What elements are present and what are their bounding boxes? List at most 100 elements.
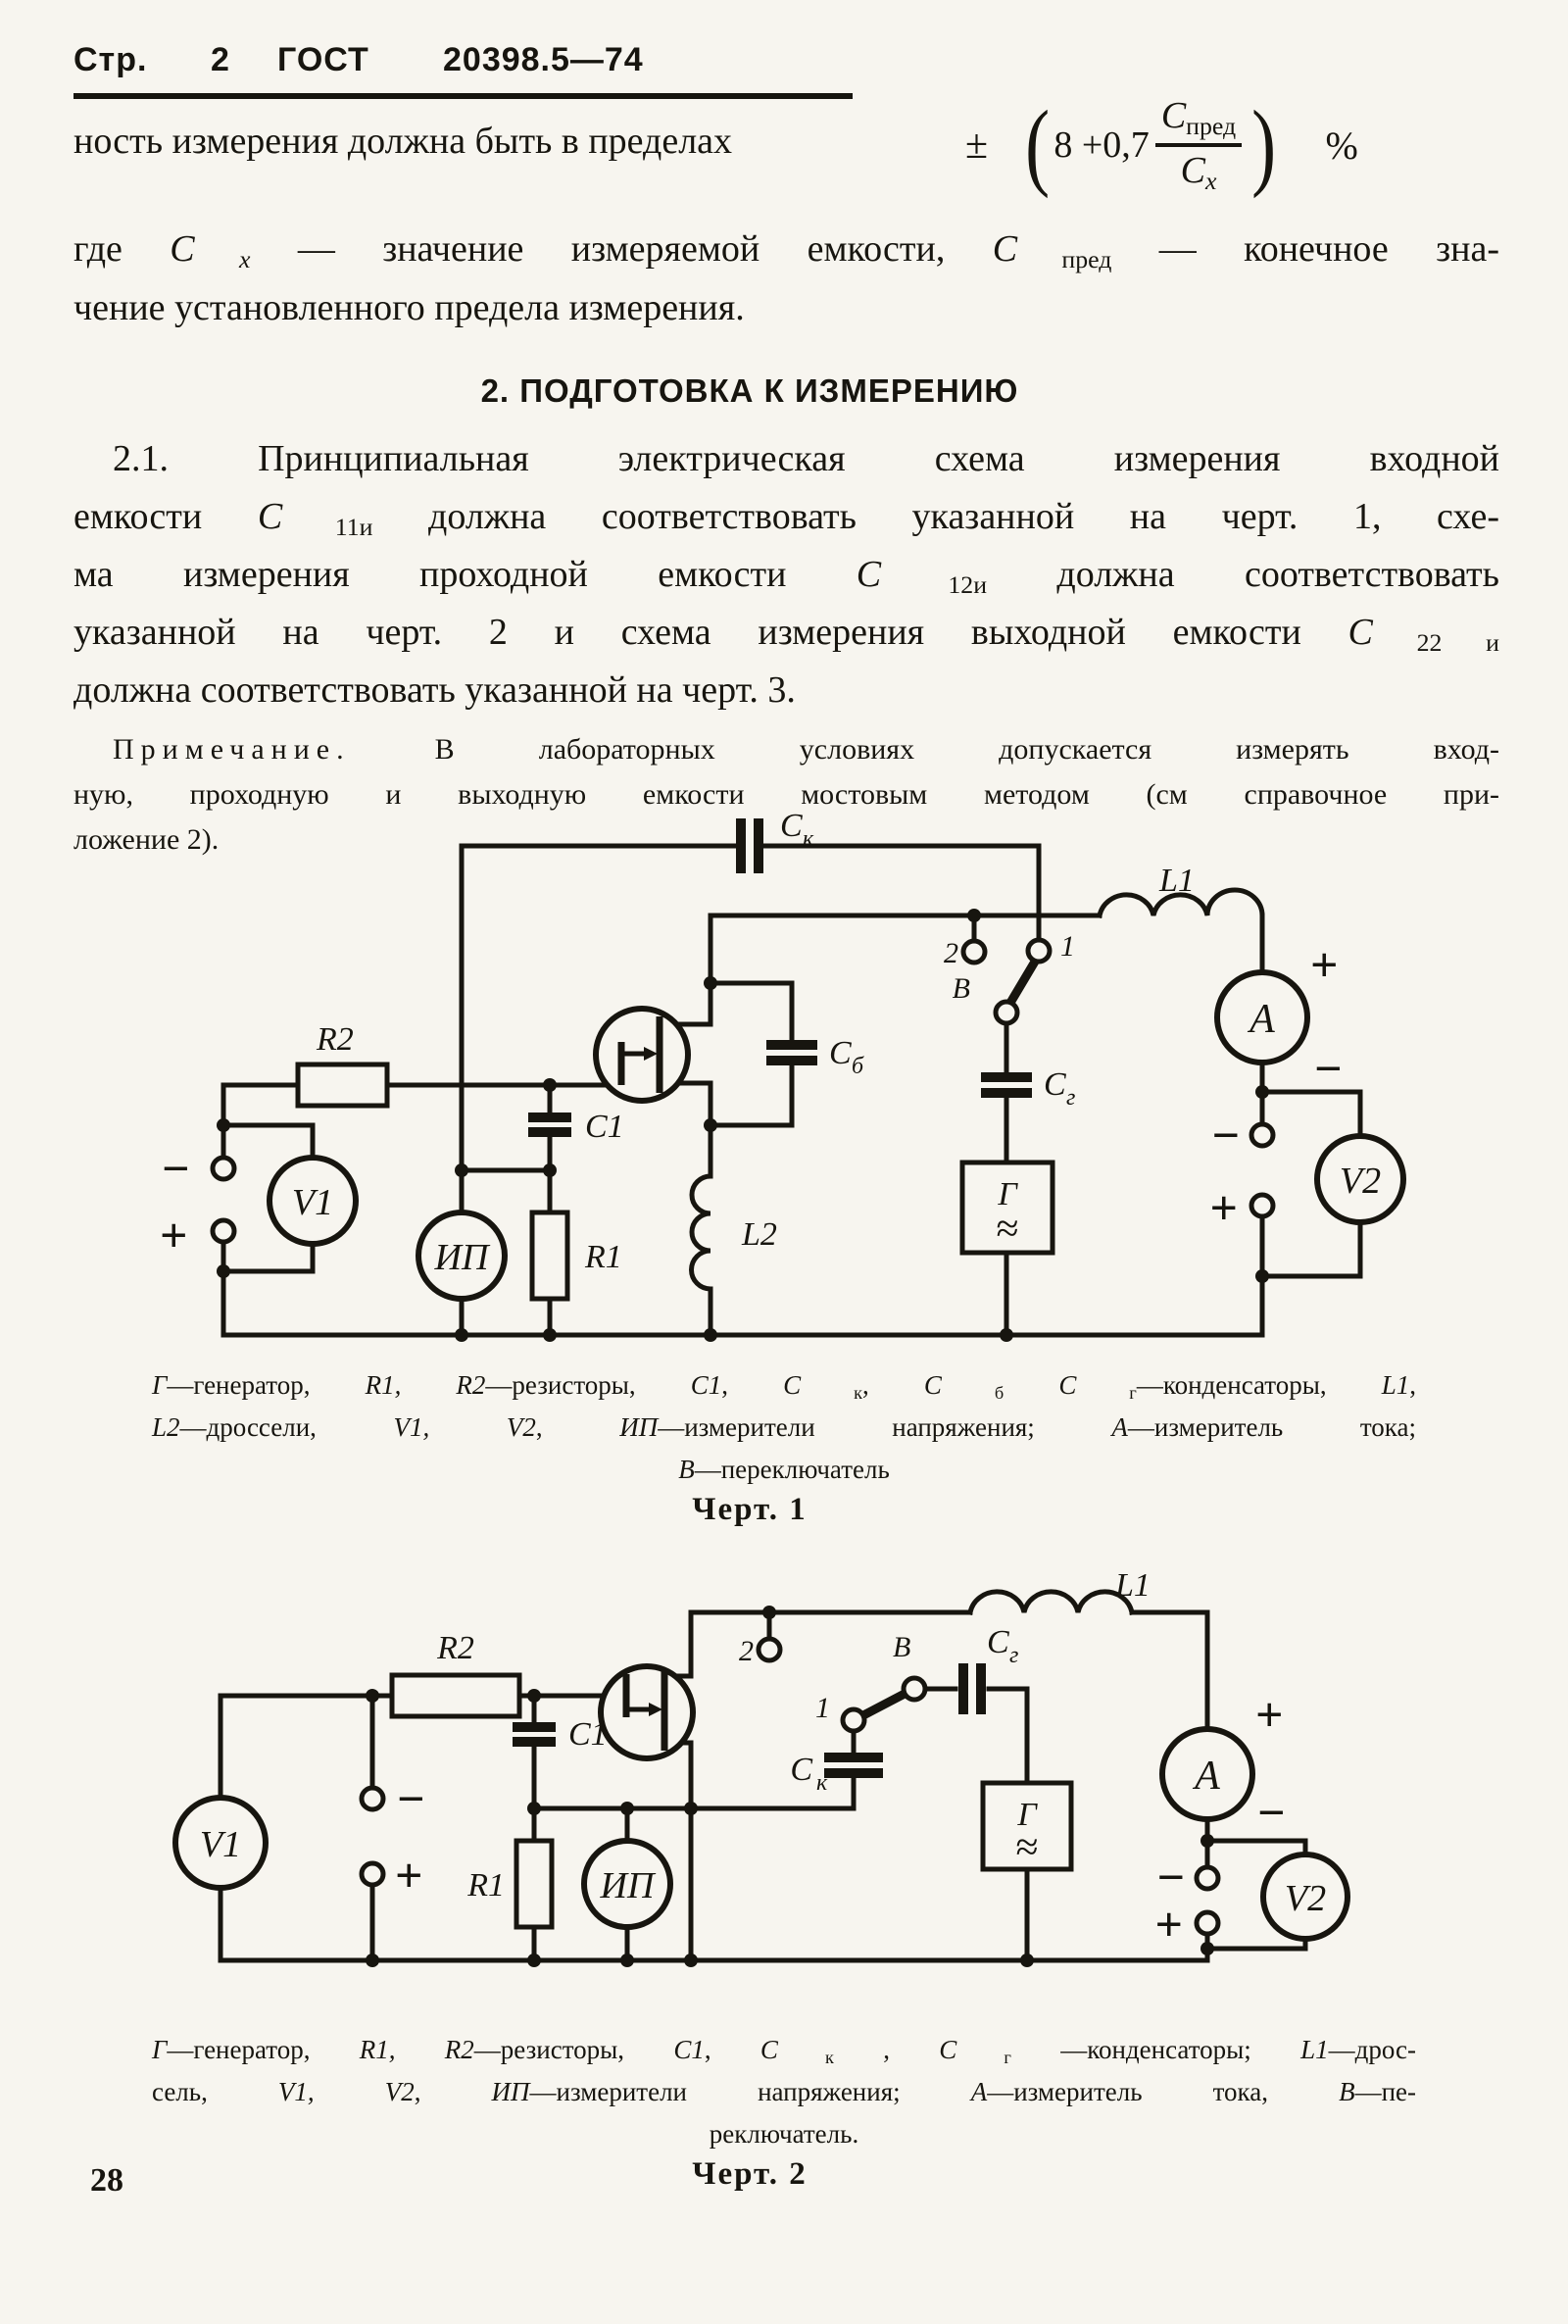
fig1-label-pos2: 2 bbox=[944, 937, 958, 969]
fig1-capacitor-ck bbox=[736, 818, 763, 873]
fig2-label-cg: C bbox=[987, 1624, 1009, 1660]
fig1-capacitor-c1 bbox=[528, 1113, 571, 1137]
note-line-2: ную, проходную и выходную емкости мостов… bbox=[74, 778, 1499, 811]
note-line-3: ложение 2). bbox=[74, 823, 220, 856]
fig2-label-l1: L1 bbox=[1114, 1567, 1151, 1604]
fig2-meter-v1 bbox=[172, 1795, 269, 1891]
fig2-label-pos2: 2 bbox=[739, 1635, 754, 1667]
fig1-meter-v2-label: V2 bbox=[1340, 1161, 1381, 1202]
para-2-1-line-1: 2.1. Принципиальная электрическая схема … bbox=[113, 438, 1499, 479]
fig2-label-ck: C bbox=[790, 1752, 812, 1788]
fig1-plus-post: + bbox=[1210, 1180, 1239, 1235]
fig1-meter-ip-label: ИП bbox=[434, 1237, 491, 1278]
fig2-meter-v2 bbox=[1260, 1852, 1350, 1942]
fig2-meter-ip-label: ИП bbox=[600, 1865, 657, 1906]
fig2-plus-ammeter: + bbox=[1255, 1687, 1284, 1742]
fig2-schematic: L1 R2 C1 R1 C к C г Г ≈ В 2 1 V1 ИП А V2… bbox=[172, 1567, 1350, 1967]
fig1-junction-dots bbox=[217, 909, 1269, 1342]
fig2-switch-lever bbox=[858, 1689, 909, 1720]
formula-den-sub: x bbox=[1204, 167, 1217, 196]
formula-right-paren: ) bbox=[1251, 90, 1277, 200]
para-2-1-line-5: должна соответствовать указанной на черт… bbox=[74, 669, 796, 711]
fig2-minus-left: − bbox=[397, 1771, 425, 1826]
intro-line-1: ность измерения должна быть в пределах bbox=[74, 121, 733, 162]
section-2-title: 2. ПОДГОТОВКА К ИЗМЕРЕНИЮ bbox=[480, 372, 1019, 409]
fig1-minus-post: − bbox=[1212, 1108, 1241, 1162]
fig1-label-l2: L2 bbox=[741, 1216, 777, 1253]
accuracy-formula: ± ( 8 +0,7 Cпред Cx ) % bbox=[965, 94, 1358, 196]
fig2-plus-left: + bbox=[395, 1848, 423, 1903]
fig2-label-r2: R2 bbox=[436, 1630, 474, 1666]
fig1-generator-wave-icon: ≈ bbox=[996, 1207, 1018, 1252]
fig1-capacitor-cb bbox=[766, 1040, 817, 1065]
fig1-meter-v2 bbox=[1314, 1133, 1406, 1225]
fig2-label-cg-sub: г bbox=[1009, 1643, 1018, 1668]
fig1-label-cb: C bbox=[829, 1035, 852, 1071]
fig1-resistor-r2 bbox=[295, 1062, 390, 1109]
fig2-label-ck-sub: к bbox=[816, 1770, 828, 1796]
fig2-capacitor-cg bbox=[958, 1663, 986, 1714]
header-page-number: 2 bbox=[211, 41, 230, 78]
fig1-plus-ammeter: + bbox=[1310, 937, 1339, 992]
fig1-label-r2: R2 bbox=[316, 1021, 354, 1058]
fig1-plus-left: + bbox=[160, 1208, 188, 1262]
page-number: 28 bbox=[90, 2162, 123, 2199]
fig1-schematic: C к L1 R2 C1 R1 L2 C б C г Г ≈ В 2 1 V1 … bbox=[160, 808, 1406, 1342]
fig2-label-switch: В bbox=[893, 1631, 910, 1663]
fig1-label-cg-sub: г bbox=[1066, 1085, 1075, 1111]
formula-fraction: Cпред Cx bbox=[1154, 94, 1243, 196]
fig1-caption-line-1: Г—генератор, R1, R2—резисторы, C1, C к, … bbox=[152, 1370, 1417, 1404]
formula-percent: % bbox=[1325, 123, 1358, 168]
formula-den-base: C bbox=[1180, 150, 1205, 192]
fig2-caption-line-1: Г—генератор, R1, R2—резисторы, C1, C к ,… bbox=[152, 2035, 1416, 2068]
fig1-title: Черт. 1 bbox=[692, 1492, 808, 1527]
fig2-label-r1: R1 bbox=[466, 1867, 505, 1904]
fig1-meter-v1 bbox=[267, 1155, 359, 1247]
header-doc-number: 20398.5—74 bbox=[443, 41, 644, 78]
fig2-label-pos1: 1 bbox=[815, 1692, 830, 1724]
fig1-switch-lever bbox=[1005, 957, 1040, 1008]
fig2-junction-dots bbox=[366, 1606, 1214, 1967]
fig1-label-cb-sub: б bbox=[852, 1054, 864, 1079]
fig2-transistor bbox=[598, 1663, 696, 1761]
header-rule bbox=[74, 93, 853, 99]
fig2-meter-ip bbox=[581, 1838, 673, 1930]
formula-coefficient: 8 +0,7 bbox=[1054, 124, 1150, 167]
fig2-resistor-r2 bbox=[389, 1672, 522, 1719]
fig1-transistor bbox=[593, 1006, 691, 1104]
fig2-plus-post: + bbox=[1155, 1897, 1184, 1952]
fig1-terminal-posts bbox=[210, 937, 1276, 1245]
fig1-resistor-r1 bbox=[529, 1210, 570, 1302]
intro-line-3: чение установленного предела измерения. bbox=[74, 287, 745, 328]
formula-denominator: Cx bbox=[1155, 147, 1242, 196]
fig2-generator-wave-icon: ≈ bbox=[1015, 1825, 1038, 1870]
fig1-label-switch: В bbox=[953, 972, 970, 1005]
fig2-meter-a bbox=[1159, 1726, 1255, 1822]
fig2-resistor-r1 bbox=[514, 1838, 555, 1930]
fig1-label-generator: Г bbox=[997, 1176, 1018, 1212]
fig1-caption-line-3: В—переключатель bbox=[678, 1455, 890, 1484]
fig2-generator-box bbox=[980, 1780, 1074, 1872]
fig1-meter-ip bbox=[416, 1210, 508, 1302]
formula-plus-minus: ± bbox=[965, 123, 989, 169]
fig1-meter-a-label: А bbox=[1247, 997, 1275, 1042]
para-2-1-line-2: емкости C 11и должна соответствовать ука… bbox=[74, 496, 1499, 542]
fig2-caption-line-2: сель, V1, V2, ИП—измерители напряжения; … bbox=[152, 2077, 1416, 2106]
formula-num-sub: пред bbox=[1186, 112, 1237, 141]
fig2-label-c1: C1 bbox=[568, 1716, 608, 1753]
fig2-minus-ammeter: − bbox=[1257, 1785, 1286, 1840]
fig1-meter-a bbox=[1214, 969, 1310, 1065]
fig1-wires bbox=[220, 843, 1363, 1338]
header-page-label: Стр. bbox=[74, 41, 148, 78]
fig1-label-ck: C bbox=[780, 808, 803, 844]
fig1-label-c1: C1 bbox=[585, 1109, 624, 1145]
fig2-minus-post: − bbox=[1157, 1850, 1186, 1904]
fig1-label-pos1: 1 bbox=[1060, 930, 1075, 963]
fig1-caption-line-2: L2—дроссели, V1, V2, ИП—измерители напря… bbox=[152, 1412, 1416, 1442]
fig1-label-cg: C bbox=[1044, 1066, 1066, 1103]
fig2-meter-v1-label: V1 bbox=[200, 1824, 241, 1865]
fig2-capacitor-c1 bbox=[513, 1722, 556, 1747]
fig2-terminal-posts bbox=[359, 1636, 1221, 1937]
para-2-1-line-4: указанной на черт. 2 и схема измерения в… bbox=[74, 612, 1499, 658]
